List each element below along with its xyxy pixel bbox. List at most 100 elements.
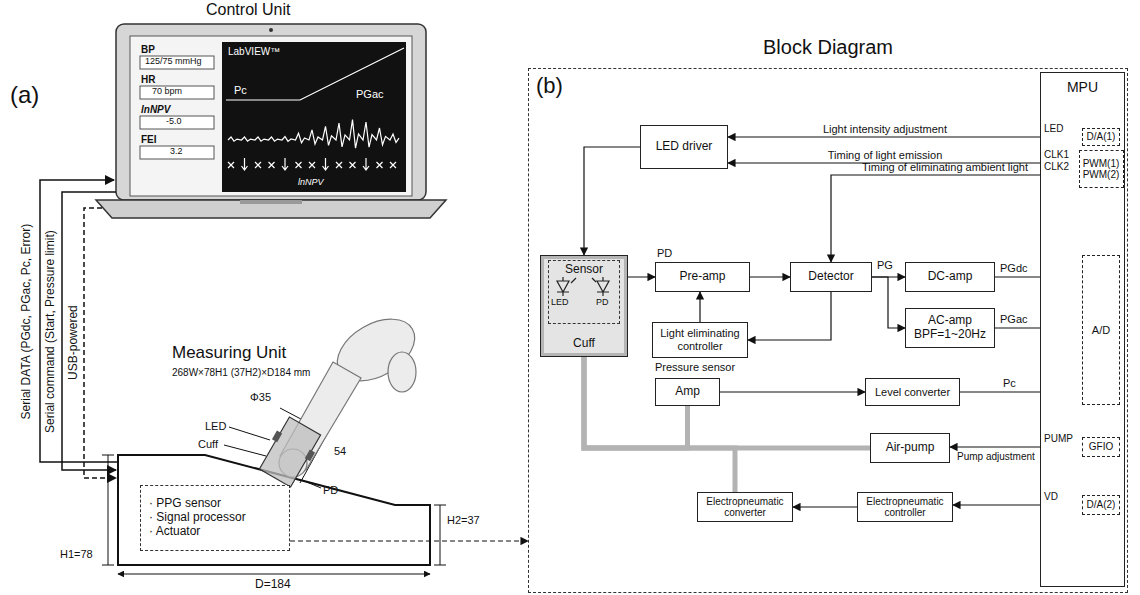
pulse-trace	[228, 120, 399, 149]
text-label: PUMP	[1044, 433, 1073, 444]
port-box: D/A(1)	[1082, 128, 1120, 146]
pulse-trace	[336, 162, 342, 168]
node-text: · Signal processor	[149, 511, 246, 525]
text-label: (b)	[536, 74, 563, 98]
text-label: 125/75 mmHg	[145, 57, 202, 67]
text-label: PD	[323, 484, 338, 496]
dimension-lines	[118, 574, 430, 575]
text-label: VD	[1044, 491, 1058, 502]
text-label: CLK1	[1044, 149, 1069, 160]
leader-lines	[302, 480, 321, 488]
node-text: A/D	[1092, 324, 1110, 337]
text-label: Pressure sensor	[655, 361, 735, 373]
text-label: 268W×78H1 (37H2)×D184 mm	[172, 367, 310, 378]
laptop	[96, 24, 446, 218]
text-label: 70 bpm	[152, 87, 182, 97]
process-box: Electropneumatic converter	[697, 492, 793, 522]
edge-label: Timing of eliminating ambient light	[862, 161, 1028, 173]
node-text: D/A(1)	[1087, 131, 1116, 143]
value-boxes	[140, 56, 214, 159]
edge-label: Timing of light emission	[828, 149, 943, 161]
dimension-lines	[102, 408, 446, 574]
air-tube	[584, 357, 870, 448]
node-text: DC-amp	[928, 270, 973, 284]
text-label: LED	[1044, 123, 1063, 134]
laptop	[116, 24, 426, 200]
signal-arrow	[748, 292, 831, 340]
node-text: GFIO	[1089, 441, 1113, 453]
text-label: PGac	[356, 88, 384, 100]
text-label: PD	[657, 247, 672, 259]
node-text: Amp	[675, 385, 700, 399]
node-text: Detector	[808, 270, 853, 284]
leader-lines	[229, 427, 270, 440]
text-label: 54	[334, 445, 346, 457]
text-label: H1=78	[60, 548, 93, 560]
node-text: MPU	[1067, 79, 1098, 95]
text-label: CLK2	[1044, 161, 1069, 172]
signal-arrow	[290, 540, 528, 541]
text-label: Measuring Unit	[172, 344, 286, 363]
text-label: D=184	[252, 578, 294, 591]
signal-arrow	[872, 277, 905, 328]
text-label: FEI	[141, 134, 157, 145]
edge-label: Pump adjustment	[957, 451, 1035, 462]
node-text: D/A(2)	[1087, 499, 1116, 511]
module-box: · PPG sensor· Signal processor· Actuator	[140, 485, 290, 551]
signal-arrow	[750, 276, 790, 277]
dimension-lines	[102, 565, 114, 566]
pulse-trace	[377, 162, 383, 168]
pulse-trace	[309, 162, 315, 168]
laptop	[130, 36, 412, 196]
connection-label: Serial DATA (PGdc, PGac, Pc, Error)	[20, 224, 33, 420]
node-text: PWM(1)	[1083, 158, 1120, 170]
text-label: BP	[141, 44, 155, 55]
text-label: LabVIEW™	[228, 46, 280, 57]
laptop	[96, 200, 446, 218]
pulse-trace	[228, 162, 234, 168]
node-text: PWM(2)	[1083, 169, 1120, 181]
pulse-trace	[296, 162, 302, 168]
value-boxes	[140, 146, 214, 159]
port-box: A/D	[1082, 255, 1120, 405]
dimension-lines	[434, 565, 446, 566]
finger	[388, 352, 416, 392]
amplifier-box: Pre-amp	[655, 262, 750, 292]
signal-arrow	[584, 147, 640, 255]
port-box: D/A(2)	[1082, 495, 1120, 515]
signal-arrow	[793, 506, 857, 507]
text-label: Cuff	[198, 438, 218, 450]
node-text: LED driver	[656, 140, 713, 154]
pulse-trace	[269, 162, 275, 168]
node-text: Electropneumatic converter	[698, 496, 792, 519]
cuff	[259, 417, 320, 487]
node-text: Level converter	[875, 386, 950, 399]
text-label: Pc	[234, 84, 247, 96]
sensor-box: Sensor	[548, 260, 620, 324]
pulse-trace	[363, 158, 369, 170]
text-label: -5.0	[166, 117, 182, 127]
laptop	[240, 200, 302, 204]
node-text: Air-pump	[886, 441, 935, 455]
port-box: GFIO	[1082, 437, 1120, 457]
value-boxes	[140, 116, 214, 129]
text-label: HR	[141, 74, 155, 85]
port-box: PWM(1)PWM(2)	[1079, 150, 1124, 188]
laptop	[269, 28, 273, 32]
text-label: (a)	[10, 82, 39, 108]
pulse-trace	[323, 158, 329, 170]
dimension-lines	[102, 455, 114, 456]
value-boxes	[140, 86, 214, 99]
pulse-trace	[390, 162, 396, 168]
text-label: PD	[596, 298, 609, 308]
amplifier-box: Amp	[655, 378, 720, 406]
text-label: PG	[877, 259, 893, 271]
text-label: PGac	[1000, 313, 1028, 325]
text-label: LED	[205, 420, 226, 432]
amplifier-box: DC-amp	[905, 262, 995, 292]
node-text: Electropneumatic controller	[858, 496, 952, 519]
diagram-title: Block Diagram	[529, 36, 1127, 59]
node-text: · Actuator	[149, 525, 200, 539]
serial-lines	[40, 180, 118, 478]
process-box: LED driver	[640, 125, 728, 169]
